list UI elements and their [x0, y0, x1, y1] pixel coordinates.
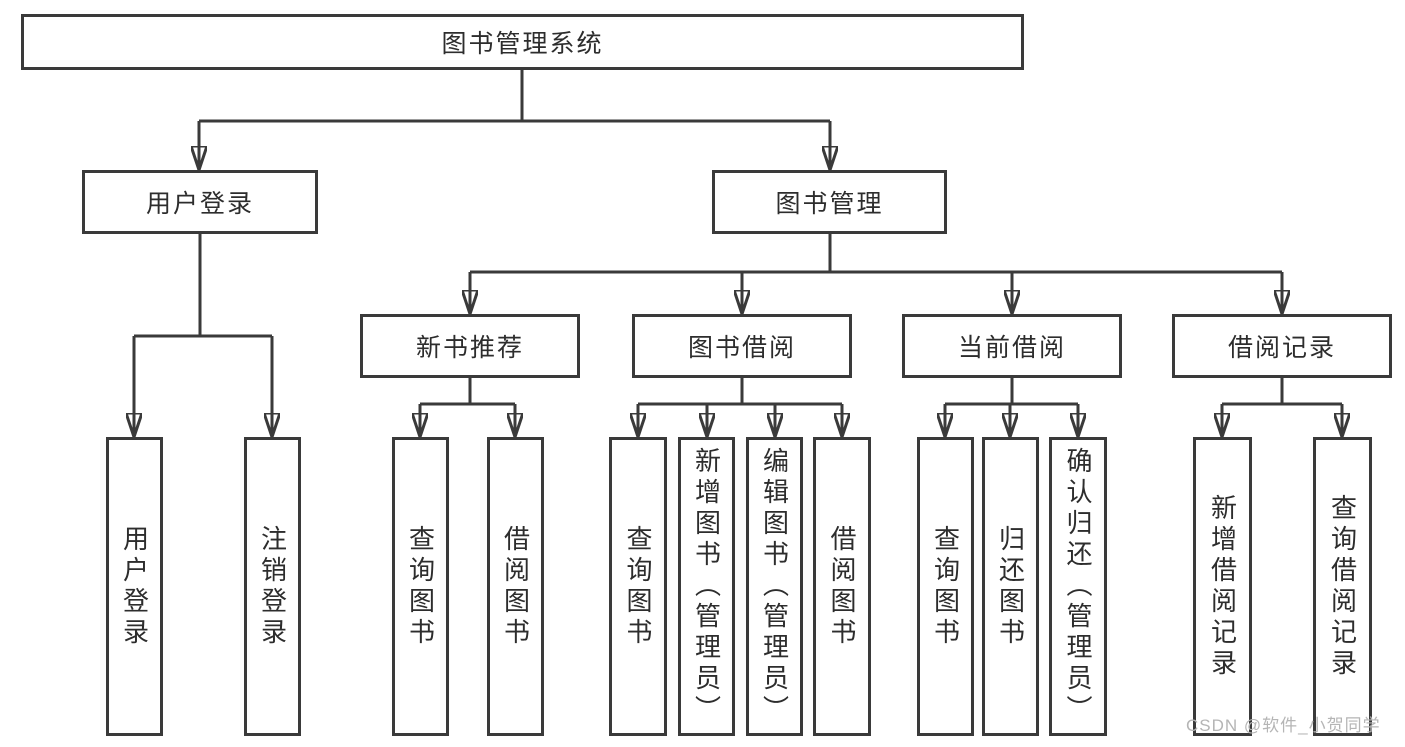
node-label: 借阅图书 — [827, 524, 857, 649]
node-label: 图书借阅 — [687, 334, 796, 362]
node-label: 借阅记录 — [1227, 334, 1336, 362]
node-book-management: 图书管理 — [712, 170, 947, 234]
node-label: 用户登录 — [119, 524, 150, 649]
connector-user-login-to-leaves — [134, 234, 272, 436]
node-leaf-add-borrow-record: 新增借阅记录 — [1193, 437, 1252, 736]
node-label: 图书管理系统 — [441, 30, 604, 58]
connector-new-book-rec-to-leaves — [420, 378, 515, 436]
node-label: 确认归还（管理员） — [1063, 447, 1093, 726]
node-leaf-borrow-books-2: 借阅图书 — [813, 437, 871, 736]
node-user-login: 用户登录 — [82, 170, 318, 234]
connector-book-borrow-to-leaves — [638, 378, 842, 436]
node-leaf-user-login: 用户登录 — [106, 437, 163, 736]
node-leaf-borrow-books-1: 借阅图书 — [487, 437, 544, 736]
connector-current-borrow-to-leaves — [945, 378, 1078, 436]
node-label: 新增图书（管理员） — [691, 447, 722, 726]
node-new-book-recommend: 新书推荐 — [360, 314, 580, 378]
node-label: 新增借阅记录 — [1207, 493, 1238, 680]
node-leaf-edit-books-admin: 编辑图书（管理员） — [746, 437, 803, 736]
node-current-borrowing: 当前借阅 — [902, 314, 1122, 378]
node-borrowing-records: 借阅记录 — [1172, 314, 1392, 378]
node-leaf-confirm-return-admin: 确认归还（管理员） — [1049, 437, 1107, 736]
node-label: 借阅图书 — [500, 524, 531, 649]
connector-borrow-records-to-leaves — [1222, 378, 1342, 436]
node-leaf-return-books: 归还图书 — [982, 437, 1039, 736]
node-leaf-query-borrow-record: 查询借阅记录 — [1313, 437, 1372, 736]
node-label: 查询借阅记录 — [1327, 493, 1358, 680]
node-library-management-system: 图书管理系统 — [21, 14, 1024, 70]
node-leaf-query-books-2: 查询图书 — [609, 437, 667, 736]
node-label: 归还图书 — [995, 524, 1026, 649]
connector-book-mgmt-to-level3 — [470, 234, 1282, 313]
node-label: 用户登录 — [145, 190, 254, 218]
node-label: 查询图书 — [405, 524, 436, 649]
node-label: 查询图书 — [623, 524, 653, 649]
csdn-watermark: CSDN @软件_小贺同学 — [1186, 716, 1381, 735]
node-label: 注销登录 — [257, 524, 288, 649]
node-label: 图书管理 — [775, 190, 884, 218]
node-leaf-logout: 注销登录 — [244, 437, 301, 736]
node-book-borrowing: 图书借阅 — [632, 314, 852, 378]
node-label: 编辑图书（管理员） — [759, 447, 790, 726]
node-leaf-add-books-admin: 新增图书（管理员） — [678, 437, 735, 736]
connector-root-to-level2 — [199, 70, 830, 169]
node-label: 新书推荐 — [415, 334, 524, 362]
node-label: 当前借阅 — [957, 334, 1066, 362]
node-leaf-query-books-3: 查询图书 — [917, 437, 974, 736]
node-label: 查询图书 — [930, 524, 961, 649]
node-leaf-query-books-1: 查询图书 — [392, 437, 449, 736]
